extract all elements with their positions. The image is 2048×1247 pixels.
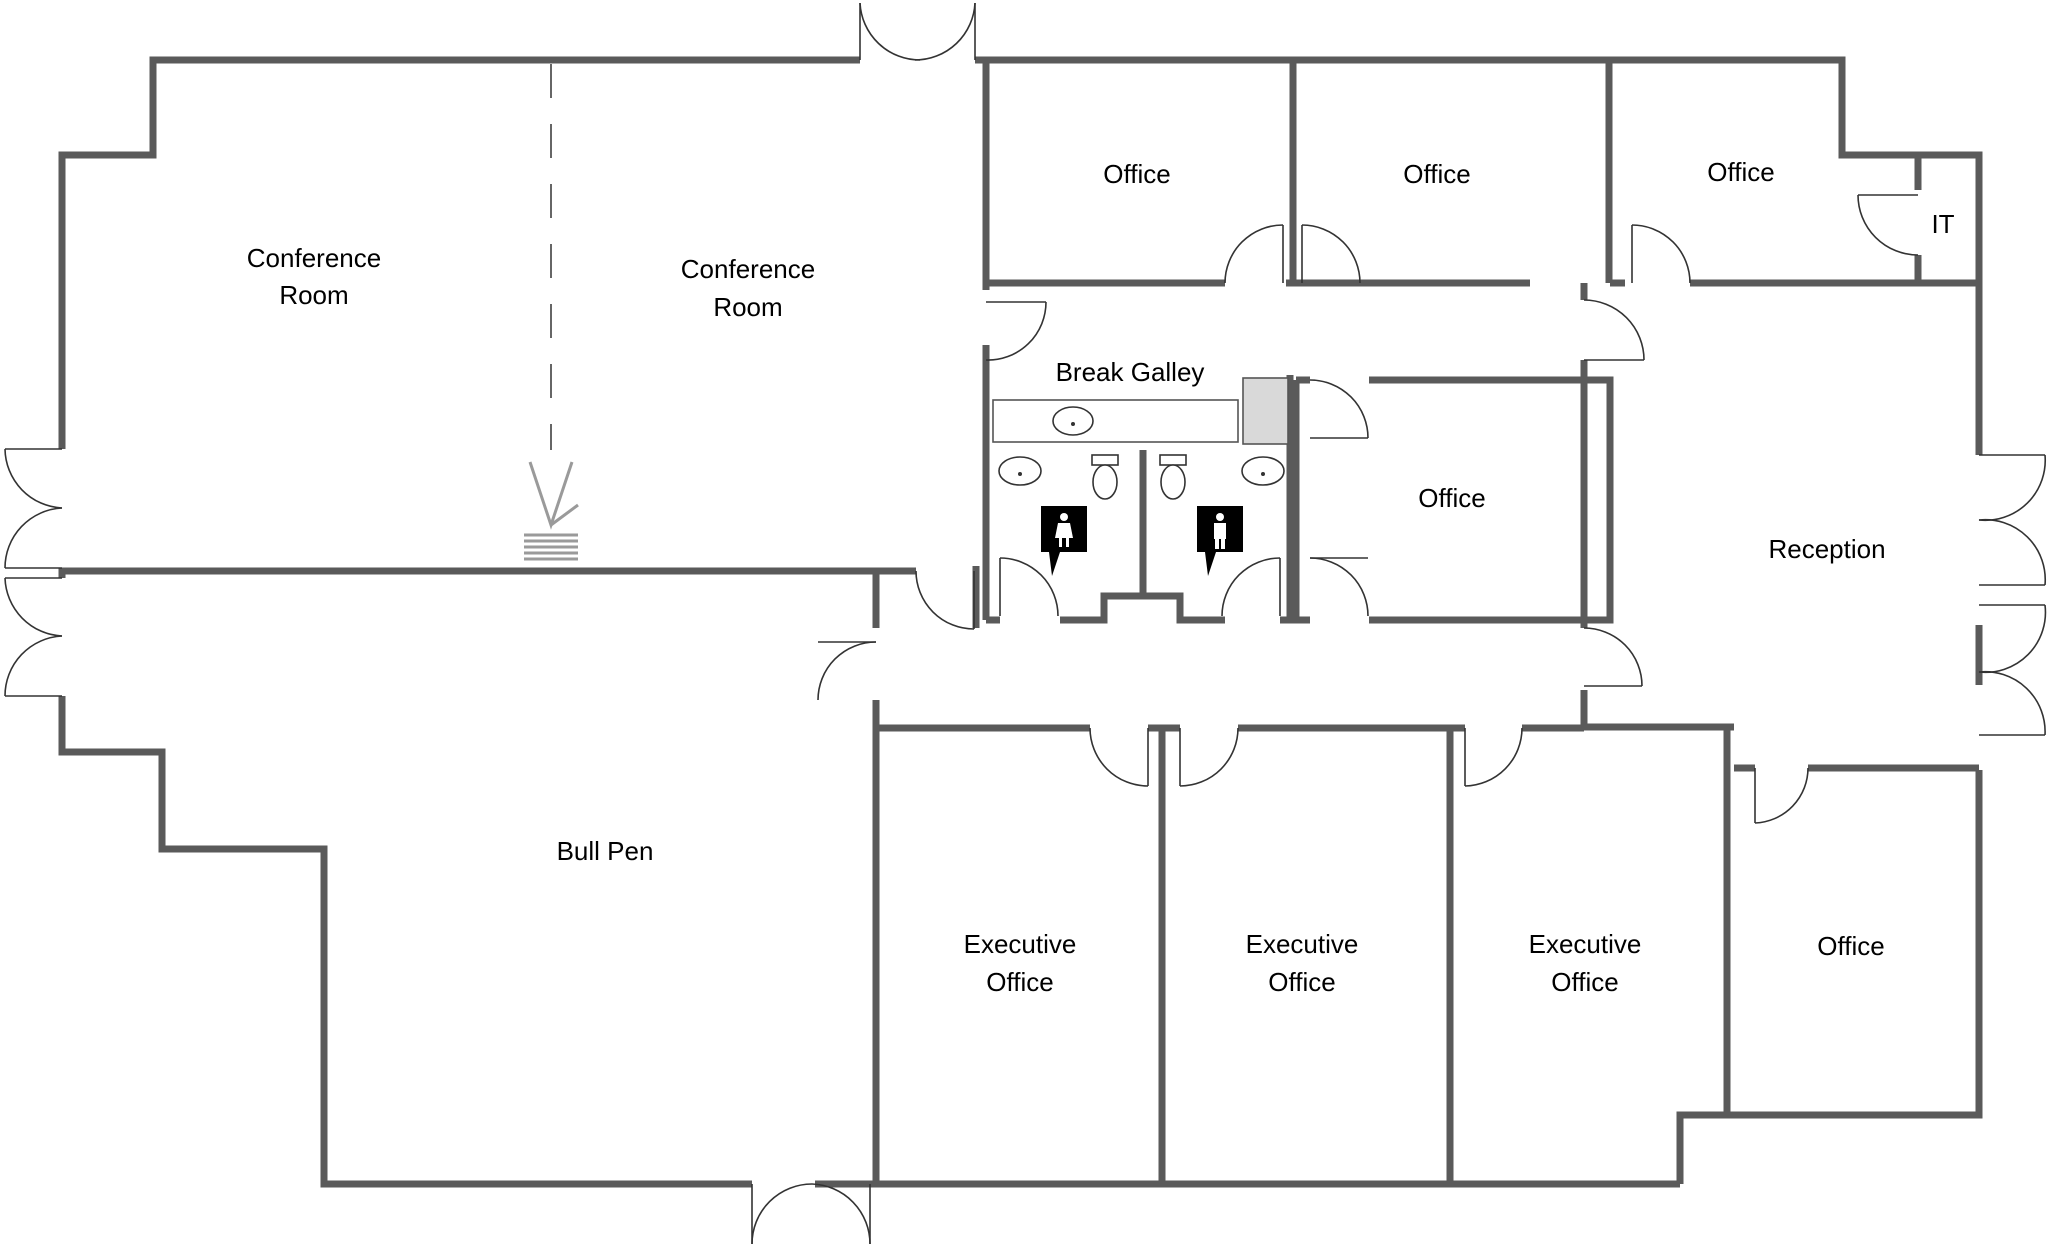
doors: [4, 2, 2047, 1245]
door-galley: [985, 301, 1047, 361]
toilet-icon: [1160, 464, 1186, 500]
door-west-upper: [4, 448, 63, 509]
label-exec-2-line1: Executive: [1246, 929, 1359, 959]
walls: [58, 56, 1983, 1188]
door-top-double: [859, 2, 921, 61]
door-bullpen: [817, 641, 877, 701]
label-break-galley: Break Galley: [1056, 357, 1205, 387]
door-restroom-men: [1221, 557, 1281, 617]
door-reception-lower: [1583, 627, 1643, 687]
label-office-bottom-right: Office: [1817, 931, 1884, 961]
label-conference-left-1: Conference: [247, 243, 381, 273]
door-west-lower: [4, 577, 63, 637]
restroom-fixtures: [998, 454, 1285, 500]
galley-sink-icon: [1052, 406, 1094, 436]
wall-west-wing-outer: [58, 56, 860, 449]
door-exec-3: [1464, 727, 1523, 787]
toilet-tank-icon: [1159, 454, 1187, 466]
label-exec-3-line2: Office: [1551, 967, 1618, 997]
wall-center-office: [1369, 376, 1614, 624]
label-office-top-2: Office: [1403, 159, 1470, 189]
wall-west-wing-outer-lower: [58, 696, 752, 1188]
men-restroom-icon: [1197, 506, 1243, 576]
label-it: IT: [1931, 209, 1954, 239]
door-office-br: [1754, 767, 1809, 824]
door-exec-2: [1179, 727, 1239, 787]
toilet-tank-icon: [1091, 454, 1119, 466]
toilet-icon: [1092, 464, 1118, 500]
galley-fixtures: [992, 377, 1289, 445]
label-office-top-1: Office: [1103, 159, 1170, 189]
refrigerator-icon: [1242, 377, 1289, 445]
door-bottom-double: [751, 1183, 813, 1245]
wall-north-offices: [975, 56, 1983, 455]
label-exec-2-line2: Office: [1268, 967, 1335, 997]
women-restroom-icon: [1041, 506, 1087, 576]
door-restroom-women: [999, 557, 1059, 617]
wall-se-outer: [1676, 770, 1983, 1184]
door-center-office-bottom: [1309, 557, 1369, 617]
door-center-office-top: [1309, 379, 1369, 439]
label-office-top-3: Office: [1707, 157, 1774, 187]
label-exec-1-line1: Executive: [964, 929, 1077, 959]
label-bull-pen: Bull Pen: [557, 836, 654, 866]
door-east-lower: [1978, 604, 2047, 674]
label-exec-1-line2: Office: [986, 967, 1053, 997]
door-corridor-galley: [915, 570, 975, 630]
label-office-center: Office: [1418, 483, 1485, 513]
door-east-upper: [1978, 454, 2047, 522]
door-it: [1857, 194, 1919, 256]
door-exec-1: [1089, 727, 1149, 787]
label-conference-right-1: Conference: [681, 254, 815, 284]
stair-symbol: [524, 461, 579, 561]
sink-icon: [1241, 456, 1285, 486]
galley-counter: [992, 399, 1239, 443]
door-reception-upper: [1583, 299, 1645, 361]
door-office-top-2: [1301, 224, 1361, 284]
door-office-top-1: [1224, 224, 1284, 284]
wall-restroom-bottom-2: [1060, 592, 1225, 624]
label-conference-right-2: Room: [713, 292, 782, 322]
door-office-top-3: [1631, 224, 1691, 284]
sink-icon: [998, 456, 1042, 486]
label-conference-left-2: Room: [279, 280, 348, 310]
label-reception: Reception: [1768, 534, 1885, 564]
room-labels: Conference Room Conference Room Office O…: [247, 157, 1955, 997]
label-exec-3-line1: Executive: [1529, 929, 1642, 959]
